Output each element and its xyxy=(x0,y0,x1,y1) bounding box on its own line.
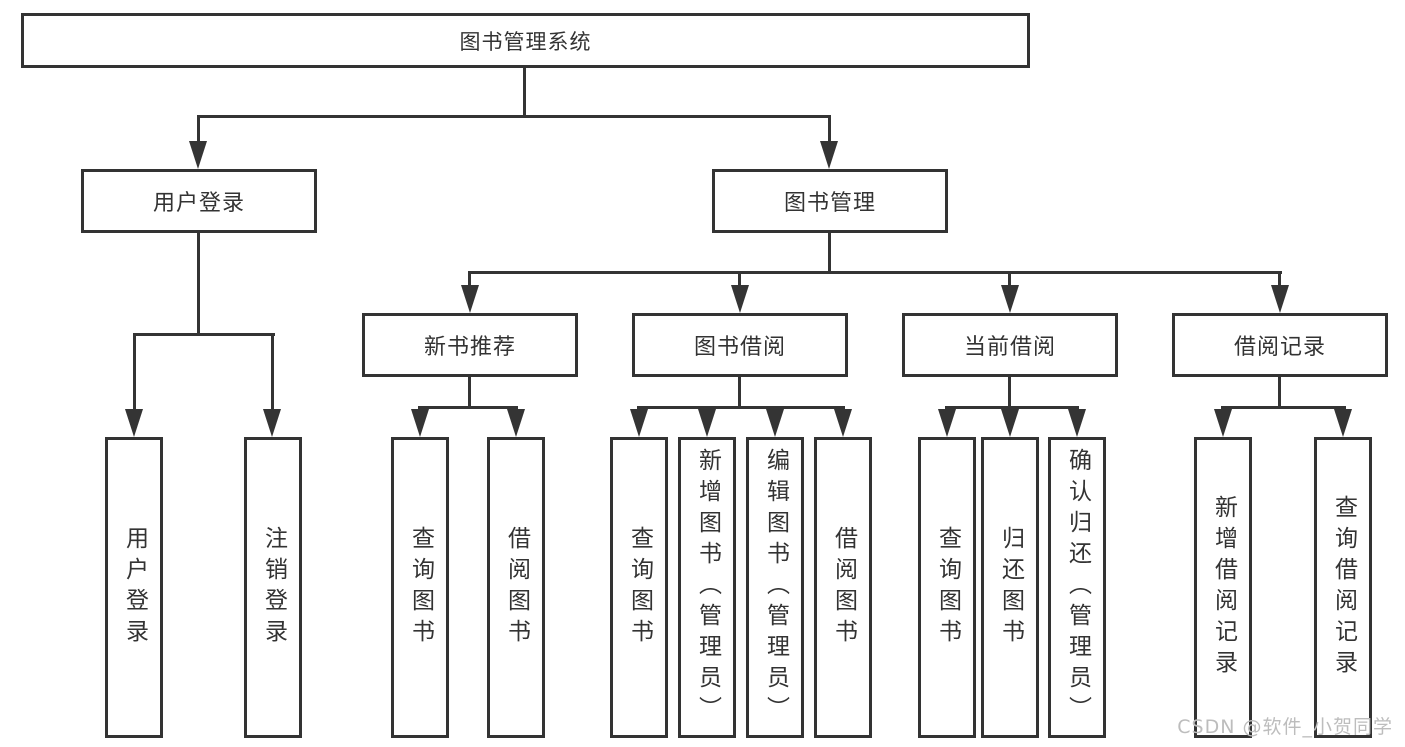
connector-drop-leaf-logout xyxy=(271,333,274,411)
arrow-down-icon xyxy=(411,409,429,437)
connector-current-borrow-bus xyxy=(945,406,1079,409)
node-book-borrow: 图书借阅 xyxy=(632,313,848,377)
arrow-down-icon xyxy=(1001,409,1019,437)
node-current-borrow-label: 当前借阅 xyxy=(963,335,1056,360)
leaf-user-login: 用户登录 xyxy=(105,437,163,738)
node-new-book-rec-label: 新书推荐 xyxy=(423,335,516,360)
connector-drop-leaf-login xyxy=(133,333,136,411)
connector-new-book-rec-bus xyxy=(418,406,518,409)
node-user-login-label: 用户登录 xyxy=(152,191,245,216)
arrow-down-icon xyxy=(461,285,479,313)
arrow-down-icon xyxy=(834,409,852,437)
leaf-rec-query-book-label: 查询图书 xyxy=(407,525,434,650)
arrow-down-icon xyxy=(766,409,784,437)
arrow-down-icon xyxy=(698,409,716,437)
leaf-logout-label: 注销登录 xyxy=(260,525,287,650)
leaf-cb-confirm-return-admin-label: 确认归还（管理员） xyxy=(1064,448,1091,727)
connector-book-borrow-stem xyxy=(738,377,741,409)
leaf-cb-return-book: 归还图书 xyxy=(981,437,1039,738)
leaf-rec-borrow-book: 借阅图书 xyxy=(487,437,545,738)
leaf-bb-borrow-book-label: 借阅图书 xyxy=(830,525,857,650)
leaf-bb-query-book: 查询图书 xyxy=(610,437,668,738)
connector-drop-book-mgmt xyxy=(828,115,831,143)
leaf-br-query-record: 查询借阅记录 xyxy=(1314,437,1372,738)
node-borrow-records-label: 借阅记录 xyxy=(1233,335,1326,360)
node-book-borrow-label: 图书借阅 xyxy=(693,335,786,360)
connector-user-login-stem xyxy=(197,233,200,335)
connector-root-stem xyxy=(523,68,526,118)
leaf-cb-query-book-label: 查询图书 xyxy=(934,525,961,650)
connector-borrow-records-bus xyxy=(1221,406,1346,409)
connector-new-book-rec-stem xyxy=(468,377,471,409)
connector-drop-borrow-records xyxy=(1278,271,1281,286)
leaf-bb-query-book-label: 查询图书 xyxy=(626,525,653,650)
connector-book-mgmt-stem xyxy=(828,233,831,274)
connector-borrow-records-stem xyxy=(1278,377,1281,409)
arrow-down-icon xyxy=(189,141,207,169)
node-library-system: 图书管理系统 xyxy=(21,13,1030,68)
leaf-bb-edit-book-admin: 编辑图书（管理员） xyxy=(746,437,804,738)
node-library-system-label: 图书管理系统 xyxy=(459,29,592,54)
arrow-down-icon xyxy=(938,409,956,437)
arrow-down-icon xyxy=(731,285,749,313)
arrow-down-icon xyxy=(125,409,143,437)
node-borrow-records: 借阅记录 xyxy=(1172,313,1388,377)
connector-book-borrow-bus xyxy=(637,406,845,409)
leaf-bb-add-book-admin-label: 新增图书（管理员） xyxy=(694,448,721,727)
arrow-down-icon xyxy=(820,141,838,169)
node-current-borrow: 当前借阅 xyxy=(902,313,1118,377)
arrow-down-icon xyxy=(1334,409,1352,437)
node-new-book-rec: 新书推荐 xyxy=(362,313,578,377)
connector-current-borrow-stem xyxy=(1008,377,1011,409)
leaf-br-query-record-label: 查询借阅记录 xyxy=(1330,494,1357,681)
leaf-cb-return-book-label: 归还图书 xyxy=(997,525,1024,650)
node-user-login: 用户登录 xyxy=(81,169,317,233)
leaf-user-login-label: 用户登录 xyxy=(121,525,148,650)
node-book-mgmt: 图书管理 xyxy=(712,169,948,233)
node-book-mgmt-label: 图书管理 xyxy=(783,191,876,216)
leaf-bb-edit-book-admin-label: 编辑图书（管理员） xyxy=(762,448,789,727)
arrow-down-icon xyxy=(263,409,281,437)
leaf-bb-add-book-admin: 新增图书（管理员） xyxy=(678,437,736,738)
arrow-down-icon xyxy=(1214,409,1232,437)
connector-drop-user-login xyxy=(197,115,200,143)
connector-book-mgmt-bus xyxy=(469,271,1282,274)
arrow-down-icon xyxy=(630,409,648,437)
leaf-br-add-record-label: 新增借阅记录 xyxy=(1210,494,1237,681)
csdn-watermark: CSDN @软件_小贺同学 xyxy=(1177,716,1393,738)
connector-user-login-bus xyxy=(133,333,275,336)
connector-drop-book-borrow xyxy=(738,271,741,286)
leaf-rec-borrow-book-label: 借阅图书 xyxy=(503,525,530,650)
connector-drop-new-book-rec xyxy=(468,271,471,286)
leaf-cb-query-book: 查询图书 xyxy=(918,437,976,738)
arrow-down-icon xyxy=(1271,285,1289,313)
leaf-logout: 注销登录 xyxy=(244,437,302,738)
leaf-br-add-record: 新增借阅记录 xyxy=(1194,437,1252,738)
arrow-down-icon xyxy=(507,409,525,437)
connector-drop-current-borrow xyxy=(1008,271,1011,286)
connector-root-bus xyxy=(197,115,831,118)
arrow-down-icon xyxy=(1001,285,1019,313)
leaf-bb-borrow-book: 借阅图书 xyxy=(814,437,872,738)
leaf-cb-confirm-return-admin: 确认归还（管理员） xyxy=(1048,437,1106,738)
arrow-down-icon xyxy=(1068,409,1086,437)
leaf-rec-query-book: 查询图书 xyxy=(391,437,449,738)
